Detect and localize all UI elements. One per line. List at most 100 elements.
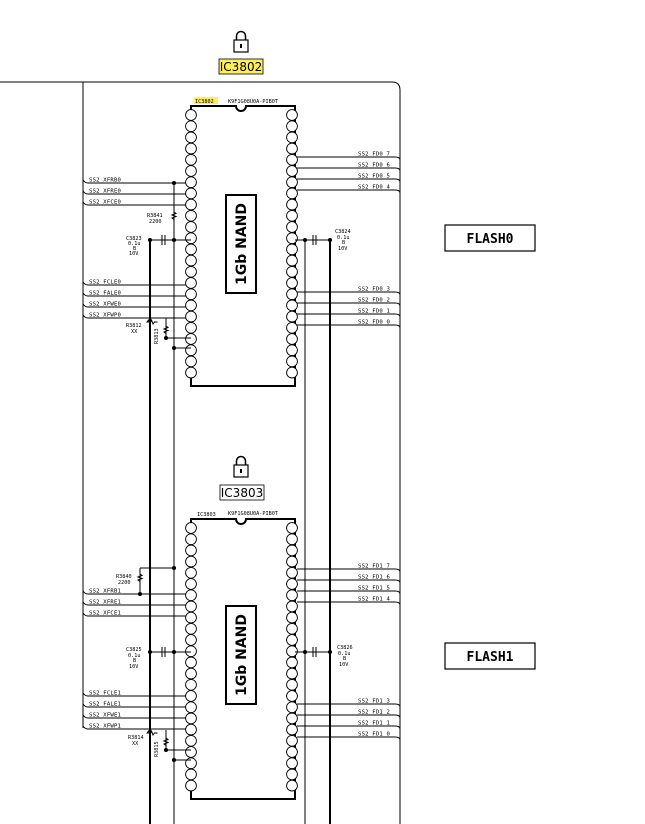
signal-label: SS2_XFWP0 — [89, 313, 121, 319]
chip-pin — [286, 176, 298, 189]
chip-pin — [185, 333, 197, 345]
signal-wire — [297, 568, 401, 573]
chip-pin — [185, 198, 197, 211]
signal-label: SS2_FD1_0 — [358, 732, 390, 738]
chip-pin — [185, 678, 197, 691]
chip-pin — [286, 221, 298, 233]
chip-pin — [286, 690, 298, 702]
signal-wire — [82, 725, 186, 730]
chip-pin — [185, 176, 197, 189]
signal-wire — [82, 612, 186, 617]
signal-wire — [297, 167, 401, 172]
chip-pin — [286, 768, 298, 781]
pin-column-left — [185, 522, 197, 792]
flash-box — [444, 224, 536, 252]
signal-label: SS2_XFWE1 — [89, 713, 121, 719]
chip-pin — [286, 757, 298, 770]
signal-label: SS2_FD0_0 — [358, 320, 390, 326]
chip-pin — [185, 165, 197, 177]
chip-pin — [286, 265, 298, 278]
signal-label: SS2_FD0_7 — [358, 152, 390, 158]
chip-pin — [185, 690, 197, 702]
nand-type-label: 1Gb NAND — [234, 614, 250, 696]
chip-pin — [185, 131, 197, 144]
chip-pin — [286, 645, 298, 658]
chip-pin — [286, 310, 298, 323]
signal-label: SS2_FD1_5 — [358, 586, 390, 592]
chip-pin — [185, 746, 197, 758]
pin-column-right — [286, 522, 298, 792]
cap-left-voltage: 10V — [129, 251, 138, 257]
chip-pin — [286, 355, 298, 368]
signal-label: SS2_FD1_7 — [358, 564, 390, 570]
chip-pin — [185, 142, 197, 155]
chip-pin — [185, 254, 197, 267]
ref-box — [219, 484, 265, 501]
cap-left-mark: B — [133, 246, 136, 252]
signal-wire — [82, 314, 186, 319]
chip-pin — [286, 544, 298, 557]
cap-right-value: 0.1u — [338, 651, 351, 657]
chip-pin — [286, 600, 298, 613]
signal-label: SS2_FD0_3 — [358, 287, 390, 293]
flash-box — [444, 642, 536, 670]
pin-column-left — [185, 109, 197, 379]
chip-pin — [286, 232, 298, 245]
cap-left-value: 0.1u — [128, 653, 141, 659]
chip-pin — [286, 678, 298, 691]
signal-wire — [82, 590, 186, 595]
chip-pin — [286, 533, 298, 546]
chip-part-number: K9F1G08U0A-PIB0T — [228, 99, 278, 105]
signal-label: SS2_FD1_6 — [358, 575, 390, 581]
flash-label: FLASH1 — [467, 650, 514, 665]
ref-small-highlight — [194, 97, 218, 104]
chip-pin — [185, 153, 197, 166]
signal-wire — [82, 692, 186, 697]
chip-pin — [286, 254, 298, 267]
chip-pin — [185, 522, 197, 534]
cap-right-ref: C3826 — [337, 645, 353, 651]
chip-pin — [185, 232, 197, 245]
chip-ref-small: IC3803 — [197, 512, 216, 518]
signal-wire — [82, 292, 186, 297]
chip-pin — [185, 221, 197, 233]
nand-box — [225, 605, 257, 705]
signal-wire — [297, 714, 401, 719]
right-signal-wires: SS2_FD0_7SS2_FD0_6SS2_FD0_5SS2_FD0_4SS2_… — [297, 152, 401, 329]
chip-pin — [286, 120, 298, 133]
chip-pin — [286, 656, 298, 669]
pin-column-right — [286, 109, 298, 379]
signal-wire — [297, 579, 401, 584]
signal-wire — [297, 703, 401, 708]
sheet-border — [0, 81, 401, 824]
chip-pin — [185, 656, 197, 669]
chip-pin — [286, 723, 298, 736]
chip-pin — [185, 265, 197, 278]
signal-label: SS2_XFRE0 — [89, 189, 121, 195]
chip-pin — [286, 131, 298, 144]
chip-pin — [185, 566, 197, 579]
signal-label: SS2_FD0_2 — [358, 298, 390, 304]
chip-pin — [185, 544, 197, 557]
cap-left-mark: B — [133, 658, 136, 664]
signal-label: SS2_FALE0 — [89, 291, 121, 297]
signal-wire — [82, 703, 186, 708]
chip-pin — [286, 299, 298, 312]
pullup-ref: R3841 — [147, 213, 163, 219]
chip-ref-label: IC3802 — [220, 60, 262, 74]
wp-res-value: XX — [132, 741, 139, 747]
cap-right-value: 0.1u — [337, 235, 350, 241]
cap-right-mark: B — [343, 656, 346, 662]
chip-part-number: K9F1G08U0A-PIB0T — [228, 511, 278, 517]
signal-label: SS2_FD0_1 — [358, 309, 390, 315]
cap-right-voltage: 10V — [338, 246, 347, 252]
signal-wire — [297, 313, 401, 318]
signal-wire — [82, 714, 186, 719]
chip-group-1: IC3802 IC3802 K9F1G08U0A-PIB0T 1Gb NAND … — [82, 30, 536, 387]
signal-wire — [82, 303, 186, 308]
wp-res-ref: R3812 — [126, 323, 142, 329]
ref-highlight — [218, 58, 264, 75]
chip-pin — [286, 589, 298, 602]
signal-label: SS2_XFRB0 — [89, 178, 121, 184]
chip-pin — [185, 299, 197, 312]
